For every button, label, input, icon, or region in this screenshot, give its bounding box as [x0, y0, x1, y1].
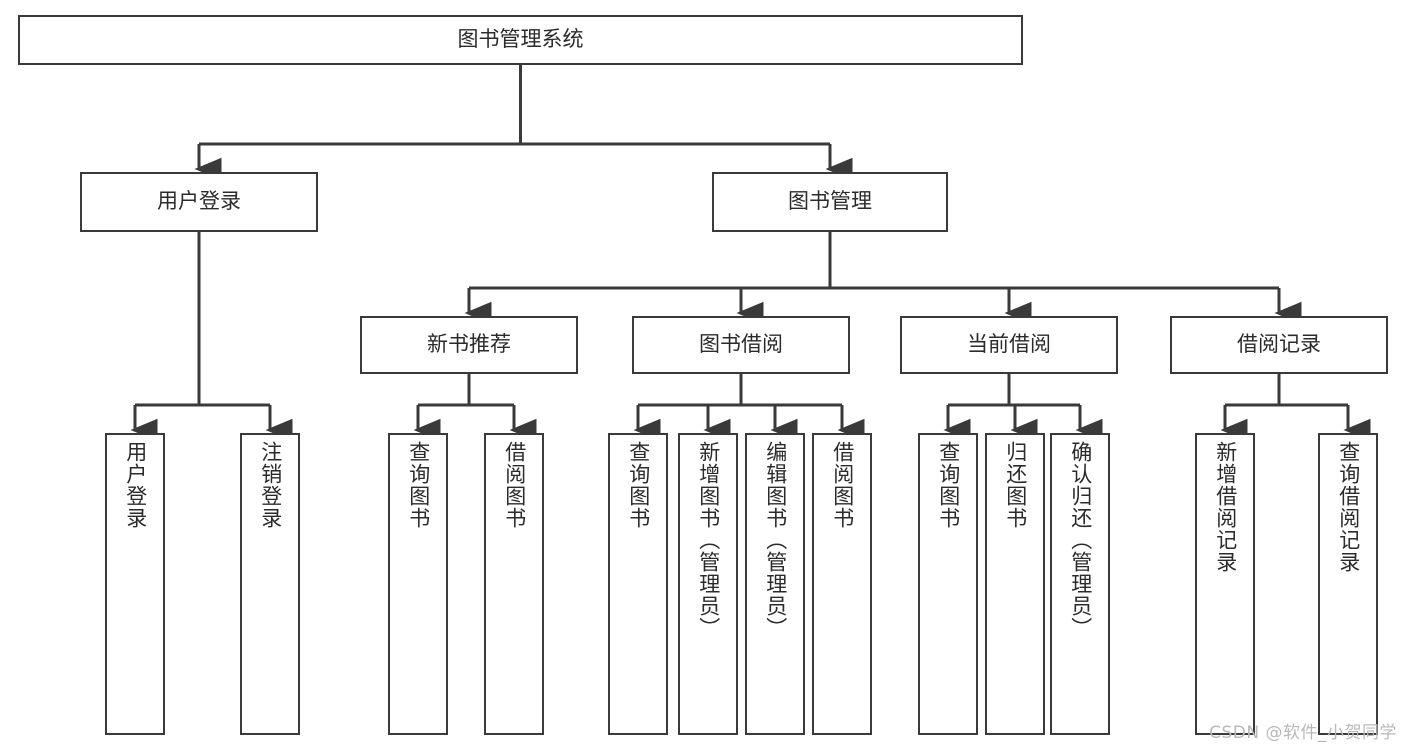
node-leaf-user-login: 用户登录 — [105, 433, 165, 735]
node-leaf-edit-book: 编辑图书（管理员） — [745, 433, 805, 735]
node-leaf-query-record: 查询借阅记录 — [1318, 433, 1378, 735]
node-leaf-add-book: 新增图书（管理员） — [678, 433, 738, 735]
node-label: 查询图书 — [626, 441, 651, 529]
node-new-book-rec: 新书推荐 — [360, 316, 578, 374]
node-label: 归还图书 — [1003, 441, 1028, 529]
node-label: 新增图书（管理员） — [696, 441, 721, 639]
node-leaf-borrow-book-1: 借阅图书 — [484, 433, 544, 735]
node-leaf-logout: 注销登录 — [240, 433, 300, 735]
node-label: 借阅图书 — [502, 441, 527, 529]
node-label: 注销登录 — [258, 441, 283, 529]
node-label: 图书管理系统 — [457, 27, 584, 52]
node-label: 用户登录 — [157, 189, 241, 214]
node-label: 新增借阅记录 — [1213, 441, 1238, 573]
watermark-text: CSDN @软件_小贺同学 — [1209, 723, 1397, 743]
node-book-mgmt: 图书管理 — [712, 172, 948, 232]
node-leaf-query-book-3: 查询图书 — [918, 433, 978, 735]
node-label: 用户登录 — [123, 441, 148, 529]
node-current-borrow: 当前借阅 — [900, 316, 1118, 374]
node-leaf-return-book: 归还图书 — [985, 433, 1045, 735]
node-label: 查询图书 — [406, 441, 431, 529]
node-user-login: 用户登录 — [80, 172, 318, 232]
node-label: 确认归还（管理员） — [1068, 441, 1093, 639]
node-label: 借阅图书 — [830, 441, 855, 529]
node-root: 图书管理系统 — [18, 15, 1023, 65]
node-leaf-confirm-return: 确认归还（管理员） — [1050, 433, 1110, 735]
node-label: 编辑图书（管理员） — [763, 441, 788, 639]
node-label: 借阅记录 — [1237, 332, 1321, 357]
node-leaf-query-book-2: 查询图书 — [608, 433, 668, 735]
node-label: 图书管理 — [788, 189, 872, 214]
node-leaf-borrow-book-2: 借阅图书 — [812, 433, 872, 735]
node-label: 图书借阅 — [699, 332, 783, 357]
node-borrow-record: 借阅记录 — [1170, 316, 1388, 374]
node-leaf-add-record: 新增借阅记录 — [1195, 433, 1255, 735]
node-leaf-query-book-1: 查询图书 — [388, 433, 448, 735]
node-book-borrow: 图书借阅 — [632, 316, 850, 374]
node-label: 查询图书 — [936, 441, 961, 529]
node-label: 新书推荐 — [427, 332, 511, 357]
node-label: 当前借阅 — [967, 332, 1051, 357]
node-label: 查询借阅记录 — [1336, 441, 1361, 573]
